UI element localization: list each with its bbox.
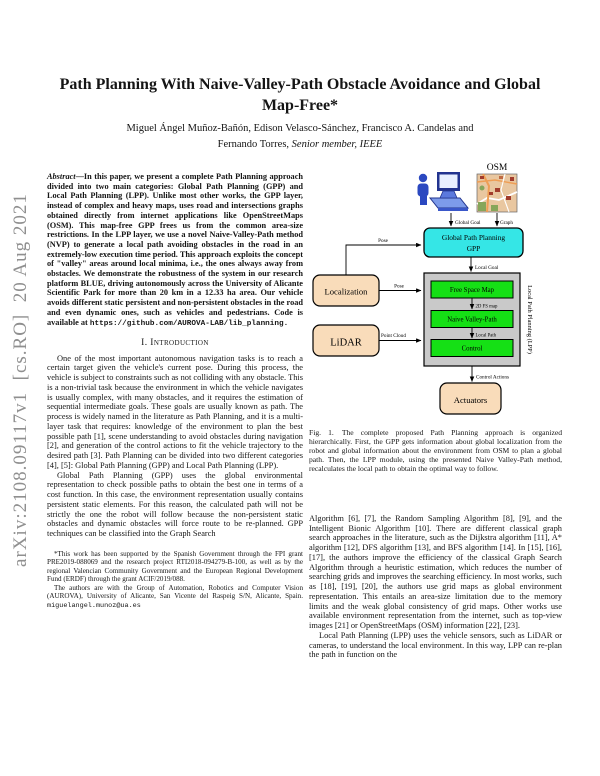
edge-label-control-actions: Control Actions xyxy=(476,375,509,381)
control-box: Control xyxy=(430,339,514,357)
footnotes: *This work has been supported by the Spa… xyxy=(47,550,303,610)
gpp-box: Global Path Planning GPP xyxy=(423,227,524,258)
intro-paragraph-1: One of the most important autonomous nav… xyxy=(47,353,303,470)
edge-label-pose: Pose xyxy=(394,284,404,290)
authors-line1: Miguel Ángel Muñoz-Bañón, Edison Velasco… xyxy=(126,123,474,134)
paper-title: Path Planning With Naive-Valley-Path Obs… xyxy=(59,75,541,114)
osm-map-thumbnail xyxy=(476,173,518,213)
svg-text:LiDAR: LiDAR xyxy=(330,338,362,349)
user-computer-icon xyxy=(417,172,470,211)
authors-block: Miguel Ángel Muñoz-Bañón, Edison Velasco… xyxy=(60,121,540,153)
osm-label: OSM xyxy=(487,163,508,173)
lidar-box: LiDAR xyxy=(312,324,380,357)
intro-text: One of the most important autonomous nav… xyxy=(47,354,303,539)
localization-box: Localization xyxy=(312,274,380,307)
svg-text:Localization: Localization xyxy=(325,287,369,297)
edge-label-local-goal: Local Goal xyxy=(475,265,499,271)
svg-text:Global Path Planning: Global Path Planning xyxy=(442,233,506,242)
section-heading-introduction: I. Introduction xyxy=(141,337,209,348)
abstract: Abstract—In this paper, we present a com… xyxy=(47,172,303,329)
right-column-text: Algorithm [6], [7], the Random Sampling … xyxy=(309,514,562,660)
svg-text:Control: Control xyxy=(462,346,483,353)
left-column: Abstract—In this paper, we present a com… xyxy=(47,172,303,610)
authors-line2: Fernando Torres, Senior member, IEEE xyxy=(217,138,383,150)
edge-label-local-path: Local Path xyxy=(476,334,497,339)
svg-text:GPP: GPP xyxy=(467,244,481,253)
arxiv-sidebar-label: arXiv:2108.09117v1 [cs.RO] 20 Aug 2021 xyxy=(10,193,31,567)
figure-1-tag: Fig. 1. xyxy=(309,428,334,437)
figure-1-caption: Fig. 1.The complete proposed Path Planni… xyxy=(309,428,563,473)
free-space-map-box: Free Space Map xyxy=(430,280,514,299)
author-email[interactable]: miguelangel.munoz@ua.es xyxy=(47,601,141,610)
svg-text:Free Space Map: Free Space Map xyxy=(450,287,495,294)
funding-footnote: *This work has been supported by the Spa… xyxy=(47,549,303,584)
abstract-label: Abstract xyxy=(47,172,76,181)
edge-label-graph: Graph xyxy=(500,220,513,226)
intro-paragraph-2: Global Path Planning (GPP) uses the glob… xyxy=(47,470,303,539)
right-paragraph-1: Algorithm [6], [7], the Random Sampling … xyxy=(309,513,562,631)
edge-label-2d-fs-map: 2D FS map xyxy=(476,305,498,310)
svg-text:Actuators: Actuators xyxy=(454,395,488,405)
edge-label-point-cloud: Point Cloud xyxy=(381,333,406,339)
right-column: OSM Global Goal G xyxy=(309,158,562,660)
abstract-text: —In this paper, we present a complete Pa… xyxy=(47,172,303,327)
edge-label-pose-top: Pose xyxy=(378,238,388,244)
lpp-sidebar-label: Local Path Planning (LPP) xyxy=(526,285,533,354)
arrow-pose-top xyxy=(345,242,422,275)
naive-valley-path-box: Naive Valley-Path xyxy=(430,310,514,328)
right-paragraph-2: Local Path Planning (LPP) uses the vehic… xyxy=(309,630,562,660)
github-link[interactable]: https://github.com/AUROVA-LAB/lib_planni… xyxy=(89,319,289,328)
figure-1-diagram: OSM Global Goal G xyxy=(312,163,533,415)
svg-text:Naive Valley-Path: Naive Valley-Path xyxy=(447,317,497,324)
actuators-box: Actuators xyxy=(439,382,502,415)
author-role: Senior member, IEEE xyxy=(291,138,383,150)
edge-label-global-goal: Global Goal xyxy=(455,220,481,226)
affiliation-footnote: The authors are with the Group of Automa… xyxy=(47,583,303,610)
